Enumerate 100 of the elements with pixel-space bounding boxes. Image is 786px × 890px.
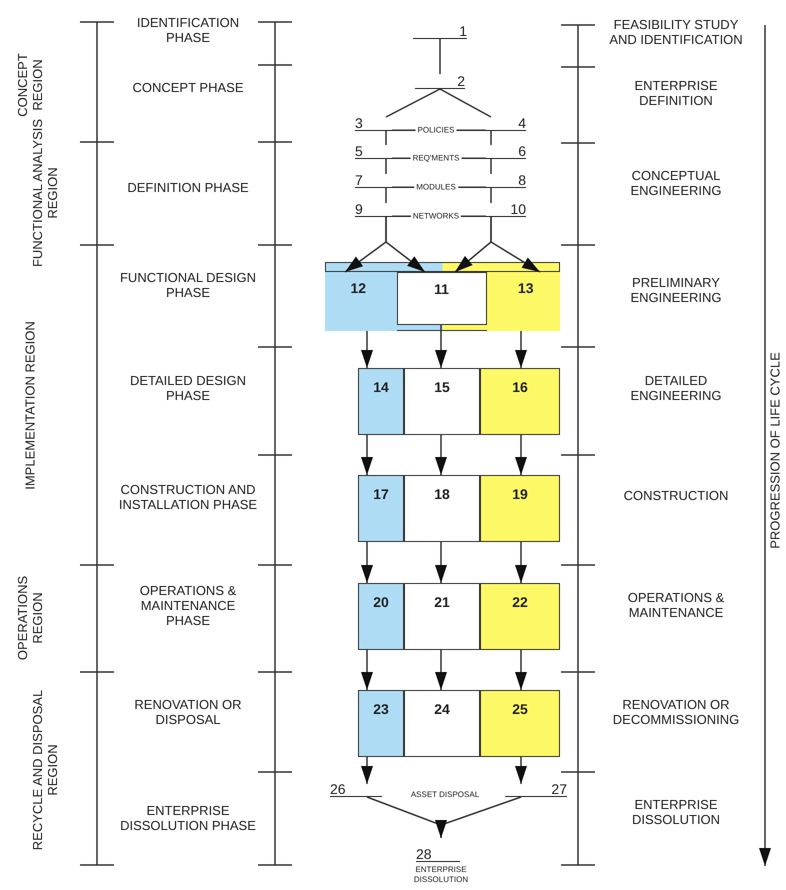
region-label: IMPLEMENTATION REGION — [22, 320, 38, 492]
phase-label: ENTERPRISE DISSOLUTION PHASE — [119, 803, 257, 833]
step-number: 15 — [434, 379, 450, 395]
step-number: 3 — [355, 116, 363, 130]
numbered-bar — [355, 117, 392, 131]
arrow — [435, 542, 447, 583]
step-number: 18 — [434, 486, 450, 502]
phase-cell — [480, 690, 560, 757]
region-label: FUNCTIONAL ANALYSIS REGION — [30, 118, 60, 268]
region-label: RECYCLE AND DISPOSAL REGION — [30, 688, 60, 852]
arrow — [361, 757, 373, 784]
phase-cell — [358, 475, 404, 542]
arrow — [361, 435, 373, 475]
arrow — [361, 650, 373, 690]
numbered-bar — [413, 24, 467, 39]
phase-cell — [480, 475, 560, 542]
region-label: OPERATIONS REGION — [15, 574, 45, 662]
edge-label: POLICIES — [416, 126, 456, 135]
connector-line — [490, 188, 492, 203]
stage-label: ENTERPRISE DISSOLUTION — [630, 797, 722, 827]
arrow — [385, 217, 426, 273]
step-number: 6 — [518, 144, 526, 158]
stage-label: PRELIMINARY ENGINEERING — [629, 275, 722, 305]
arrow — [515, 542, 527, 583]
step-number: 1 — [459, 24, 467, 38]
numbered-bar — [486, 117, 526, 131]
phase-label: CONCEPT PHASE — [131, 80, 244, 94]
edge-label: NETWORKS — [410, 212, 462, 221]
phase-cell — [404, 368, 480, 435]
connector-line — [385, 159, 387, 174]
numbered-bar — [486, 145, 526, 159]
stage-label: CONCEPTUAL ENGINEERING — [629, 168, 722, 198]
section-label: ASSET DISPOSAL — [410, 790, 480, 800]
step-number: 4 — [518, 116, 526, 130]
step-number: 23 — [373, 701, 389, 717]
numbered-bar — [486, 174, 526, 188]
phase-label: IDENTIFICATION PHASE — [136, 15, 240, 45]
phase-label: CONSTRUCTION AND INSTALLATION PHASE — [118, 482, 258, 512]
connector-line — [440, 88, 492, 118]
arrow — [515, 435, 527, 475]
numbered-bar — [505, 784, 567, 797]
step-number: 17 — [373, 486, 389, 502]
step-number: 21 — [434, 594, 450, 610]
arrow — [515, 650, 527, 690]
step-number: 10 — [510, 202, 526, 216]
numbered-bar — [355, 203, 392, 217]
phase-cell — [358, 583, 404, 650]
module-box — [325, 262, 560, 331]
edge-label: MODULES — [414, 182, 458, 192]
arrow — [435, 796, 522, 838]
step-number: 25 — [512, 701, 528, 717]
arrow — [515, 757, 527, 784]
phase-cell — [324, 272, 396, 330]
phase-cell — [396, 272, 486, 324]
axis-label: PROGRESSION OF LIFE CYCLE — [768, 350, 782, 550]
phase-cell — [486, 272, 560, 330]
connector-line — [385, 131, 387, 145]
phase-label: RENOVATION OR DISPOSAL — [133, 697, 243, 727]
phase-cell — [358, 690, 404, 757]
step-number: 28 — [416, 847, 432, 861]
stage-label: CONSTRUCTION — [622, 488, 730, 502]
phase-cell — [404, 475, 480, 542]
step-number: 16 — [512, 379, 528, 395]
numbered-bar — [330, 784, 382, 797]
connector-line — [386, 88, 440, 118]
connector-line — [490, 159, 492, 174]
arrow — [435, 650, 447, 690]
phase-cell — [480, 583, 560, 650]
step-number: 20 — [373, 594, 389, 610]
stage-label: OPERATIONS & MAINTENANCE — [626, 590, 726, 620]
connector-line — [439, 39, 441, 74]
step-number: 5 — [355, 144, 363, 158]
phase-label: OPERATIONS & MAINTENANCE PHASE — [138, 582, 238, 628]
phase-cell — [480, 368, 560, 435]
numbered-bar — [486, 203, 526, 217]
step-number: 9 — [355, 202, 363, 216]
step-number: 14 — [373, 379, 389, 395]
arrow — [435, 325, 447, 368]
arrow — [490, 217, 540, 273]
step-number: 11 — [434, 280, 449, 296]
step-number: 12 — [350, 280, 366, 296]
step-number: 26 — [330, 782, 346, 796]
numbered-bar — [415, 74, 465, 89]
arrow — [435, 435, 447, 475]
connector-line — [385, 188, 387, 203]
arrow — [361, 331, 373, 368]
stage-label: DETAILED ENGINEERING — [629, 373, 722, 403]
stage-label: ENTERPRISE DEFINITION — [633, 78, 719, 108]
stage-label: FEASIBILITY STUDY AND IDENTIFICATION — [608, 17, 744, 47]
step-number: 8 — [518, 173, 526, 187]
stage-label: RENOVATION OR DECOMMISSIONING — [612, 697, 740, 727]
phase-label: FUNCTIONAL DESIGN PHASE — [118, 270, 258, 300]
phase-label: DETAILED DESIGN PHASE — [128, 373, 248, 403]
step-number: 7 — [355, 173, 363, 187]
step-number: 2 — [457, 74, 465, 88]
edge-label: REQ'MENTS — [410, 154, 462, 163]
phase-cell — [404, 583, 480, 650]
step-number: 19 — [512, 486, 528, 502]
phase-label: DEFINITION PHASE — [126, 180, 250, 194]
phase-cell — [358, 368, 404, 435]
